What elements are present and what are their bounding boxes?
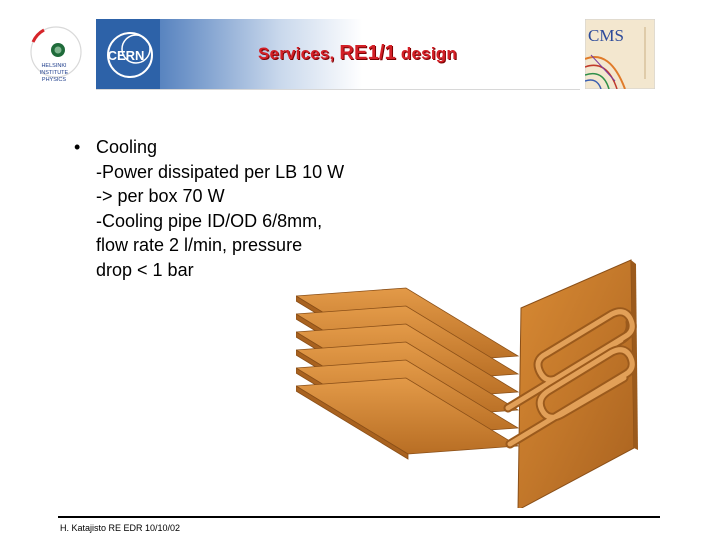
cern-logo-text: CERN: [108, 48, 145, 63]
cern-logo: CERN: [96, 19, 160, 89]
institute-logo-text-3: PHYSICS: [42, 77, 66, 83]
page-title: Services, RE1/1 design: [258, 42, 457, 65]
bullet-marker: •: [74, 137, 81, 157]
text-line: flow rate 2 l/min, pressure: [96, 235, 303, 255]
title-suffix: design: [396, 44, 457, 63]
text-line: -> per box 70 W: [96, 186, 225, 206]
bullet-item-cooling: • Cooling: [74, 135, 404, 160]
institute-logo: HELSINKI INSTITUTE PHYSICS: [24, 22, 84, 90]
cms-logo: CMS: [584, 18, 656, 90]
institute-logo-text-2: INSTITUTE: [40, 70, 69, 76]
text-line: -Power dissipated per LB 10 W: [96, 161, 345, 182]
cooling-plate-render: [294, 248, 641, 511]
footer-text: H. Katajisto RE EDR 10/10/02: [60, 523, 181, 533]
header-banner: [96, 19, 580, 90]
text-line: -Cooling pipe ID/OD 6/8mm,: [96, 210, 323, 231]
bullet-heading: Cooling: [96, 137, 158, 157]
title-big: RE1/1: [339, 42, 396, 64]
text-line: drop < 1 bar: [96, 259, 194, 280]
institute-logo-text-1: HELSINKI: [41, 63, 67, 69]
bullet-list: • Cooling -Power dissipated per LB 10 W …: [74, 135, 404, 282]
cms-logo-text: CMS: [588, 26, 624, 45]
title-prefix: Services,: [258, 44, 340, 63]
footer-divider: [58, 516, 660, 518]
